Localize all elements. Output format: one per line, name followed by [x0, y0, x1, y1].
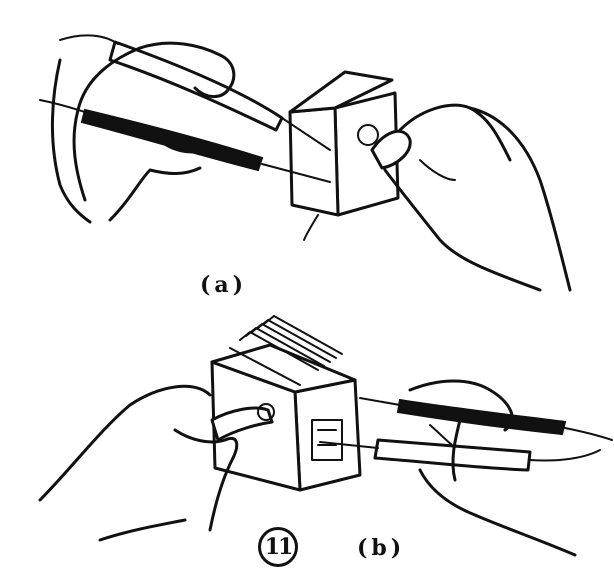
- panel-b-illustration: [38, 315, 613, 557]
- knob-a: [370, 129, 412, 170]
- shaft-b: [210, 406, 274, 442]
- component-box-a-top: [288, 70, 394, 114]
- right-hand-a: [383, 168, 542, 292]
- test-probe-a-lower: [80, 108, 264, 172]
- test-probe-b-dark: [396, 398, 567, 436]
- panel-a-label: (a): [200, 272, 248, 298]
- capacitor-plates: [229, 315, 343, 386]
- probe-cable-a: [59, 34, 119, 45]
- component-box-a-side: [288, 106, 340, 217]
- figure-number: 11: [258, 527, 298, 567]
- right-hand-b: [408, 379, 514, 432]
- wire-lead-a: [303, 214, 319, 241]
- left-hand-a: [72, 41, 236, 202]
- left-hand-b: [38, 384, 212, 502]
- panel-a-illustration: [39, 34, 572, 292]
- test-probe-a-upper: [108, 40, 284, 132]
- capacitor-frame-front: [293, 378, 362, 492]
- panel-b-label: (b): [357, 535, 406, 561]
- probe-cable-b: [529, 449, 601, 462]
